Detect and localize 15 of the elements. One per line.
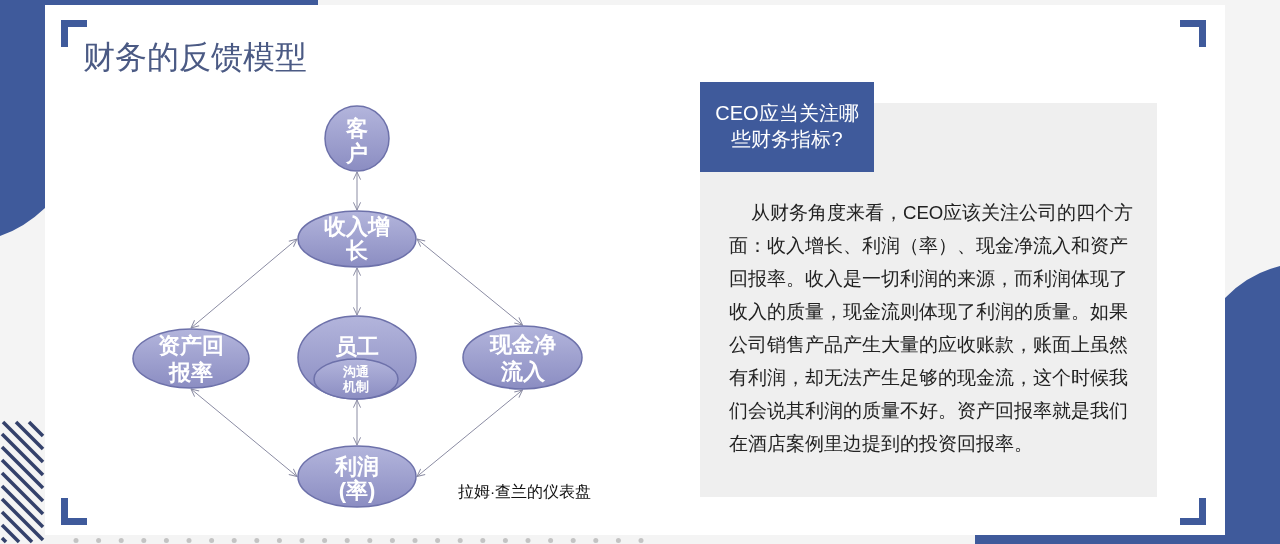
double-arrow bbox=[190, 238, 298, 329]
ellipse-node: 收入增长 bbox=[297, 210, 417, 268]
node-label: 员工 bbox=[335, 334, 379, 360]
ellipse-node bbox=[297, 315, 417, 400]
double-arrow bbox=[416, 238, 523, 326]
ellipse-node: 现金净流入 bbox=[462, 325, 583, 390]
diagram-caption: 拉姆·查兰的仪表盘 bbox=[458, 482, 592, 502]
double-arrow bbox=[190, 388, 298, 477]
slide-title: 财务的反馈模型 bbox=[83, 38, 307, 77]
ellipse-node: 资产回报率 bbox=[132, 328, 250, 389]
circle-node: 客户 bbox=[324, 105, 390, 172]
double-arrow bbox=[416, 389, 523, 477]
ellipse-node: 沟通机制 bbox=[313, 358, 399, 400]
ellipse-node: 利润(率) bbox=[297, 445, 417, 508]
heading-banner: CEO应当关注哪些财务指标? bbox=[700, 82, 874, 172]
